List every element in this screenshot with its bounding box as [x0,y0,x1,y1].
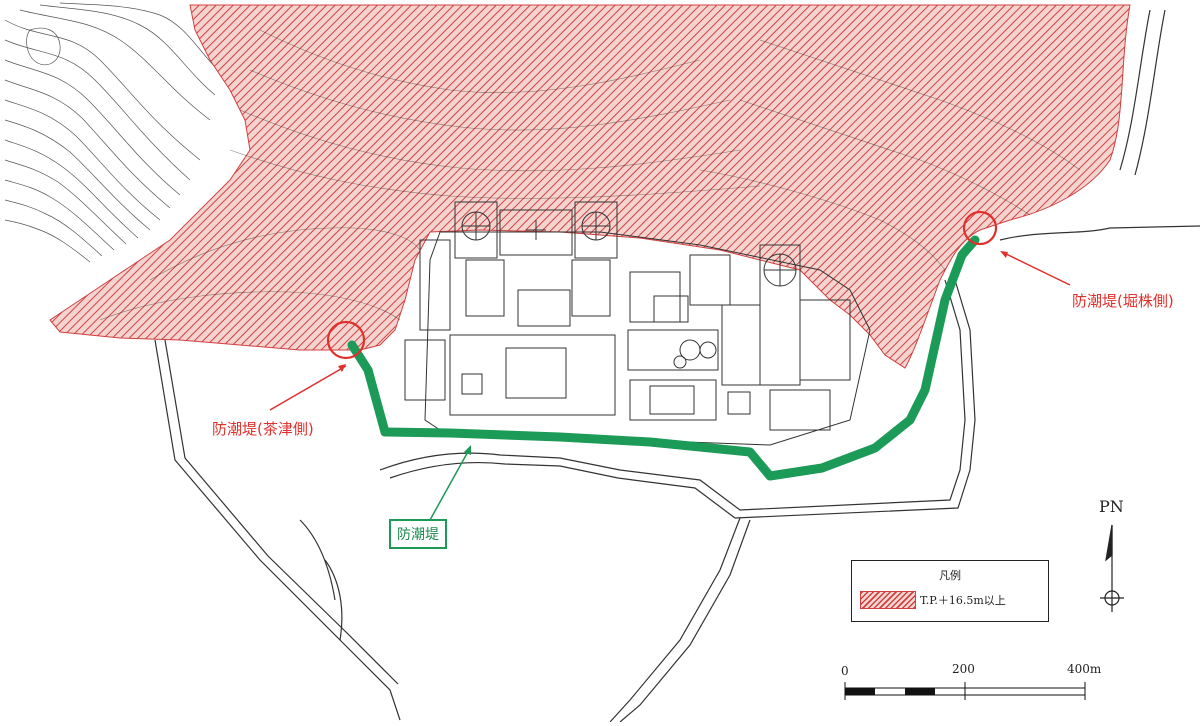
contour-lines [4,2,219,263]
marker-horikabu-side [962,210,998,246]
legend-item-label: T.P.＋16.5m以上 [920,594,1006,607]
elevated-zone-hatched-area [49,4,1131,369]
label-seawall-chatsu: 防潮堤(茶津側) [212,420,314,438]
north-label: PN [1099,497,1124,516]
marker-chatsu-side [326,320,366,360]
scale-tick-0: 0 [841,664,849,678]
leader-arrows [269,251,1071,521]
plant-buildings [404,201,871,446]
scale-bar [844,682,1086,700]
hatched-contours [99,29,1081,321]
north-arrow-icon [1100,524,1124,612]
label-seawall: 防潮堤 [389,519,447,549]
scale-tick-200: 200 [952,662,975,676]
legend-title: 凡例 [939,569,961,582]
legend: 凡例 T.P.＋16.5m以上 [851,560,1049,622]
label-seawall-horikabu: 防潮堤(堀株側) [1072,292,1174,310]
scale-tick-400: 400m [1067,662,1102,676]
legend-hatch-swatch [860,591,916,609]
breakwater-outlines [154,9,1201,723]
seawall-line [347,235,980,481]
